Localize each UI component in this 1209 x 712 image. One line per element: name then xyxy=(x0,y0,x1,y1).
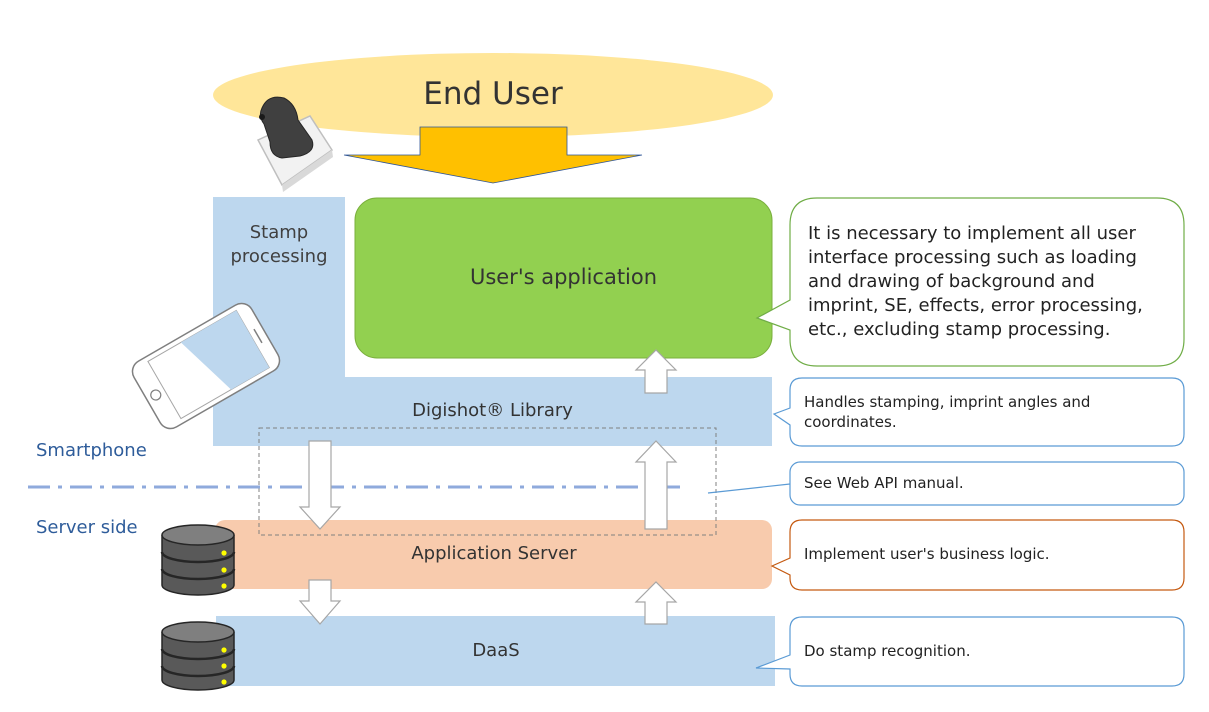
api-callout-bubble xyxy=(789,461,1185,506)
up-arrow-library-to-app xyxy=(634,349,678,394)
database-icon xyxy=(160,524,236,596)
daas-label: DaaS xyxy=(472,640,520,661)
down-arrow-library-to-server xyxy=(298,440,342,530)
application-server-label: Application Server xyxy=(411,543,577,564)
app-callout-line: etc., excluding stamp processing. xyxy=(808,319,1111,340)
web-api-boundary xyxy=(258,427,717,536)
server-side-zone-label: Server side xyxy=(36,517,138,538)
end-user-ellipse xyxy=(213,53,773,137)
down-arrow-server-to-daas xyxy=(298,579,342,625)
app-callout-text: It is necessary to implement all user in… xyxy=(808,222,1143,342)
library-callout-line: coordinates. xyxy=(804,413,897,431)
daas-callout-bubble xyxy=(755,616,1185,687)
library-callout-bubble xyxy=(772,377,1185,447)
stamp-processing-block xyxy=(213,197,772,446)
library-callout-line: Handles stamping, imprint angles and xyxy=(804,393,1091,411)
up-arrow-server-to-library xyxy=(634,440,678,530)
end-user-arrow xyxy=(343,126,643,184)
app-callout-bubble xyxy=(755,197,1185,367)
app-callout-line: interface processing such as loading xyxy=(808,247,1137,268)
api-callout-pointer xyxy=(707,483,791,494)
stamp-processing-label-line2: processing xyxy=(230,246,328,267)
smartphone-icon xyxy=(131,302,281,430)
app-callout-line: It is necessary to implement all user xyxy=(808,223,1136,244)
database-icon xyxy=(160,621,236,691)
api-callout-text: See Web API manual. xyxy=(804,474,964,492)
daas-box xyxy=(216,616,775,686)
app-callout-line: and drawing of background and xyxy=(808,271,1095,292)
users-application-box xyxy=(354,197,773,359)
server-callout-bubble xyxy=(770,519,1185,591)
library-callout-text: Handles stamping, imprint angles and coo… xyxy=(804,392,1090,432)
smartphone-zone-label: Smartphone xyxy=(36,440,147,461)
stamp-icon xyxy=(256,96,334,192)
library-label: Digishot® Library xyxy=(412,400,573,421)
app-callout-line: imprint, SE, effects, error processing, xyxy=(808,295,1143,316)
end-user-label: End User xyxy=(423,76,563,112)
application-server-box xyxy=(215,520,772,589)
daas-callout-text: Do stamp recognition. xyxy=(804,642,971,660)
stamp-processing-label-line1: Stamp xyxy=(249,222,309,243)
up-arrow-daas-to-server xyxy=(634,581,678,625)
server-callout-text: Implement user's business logic. xyxy=(804,545,1050,563)
users-application-label: User's application xyxy=(469,265,658,289)
